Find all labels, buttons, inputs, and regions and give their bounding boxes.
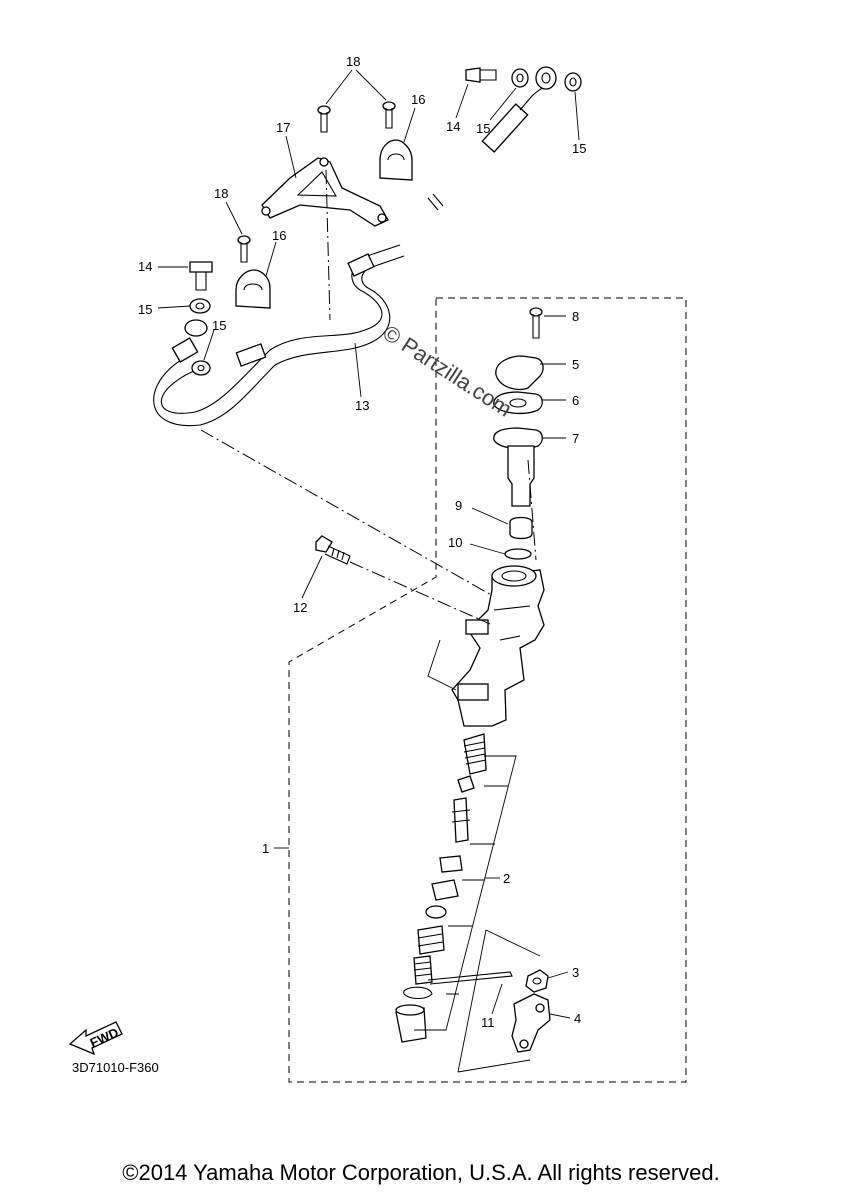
callout-11: 11 [481, 1015, 495, 1030]
clamp-16a [379, 139, 413, 181]
leader-dashdot-12 [349, 561, 491, 625]
callout-4: 4 [574, 1011, 581, 1026]
nut-3 [525, 969, 549, 993]
circlip-10 [504, 548, 532, 560]
diaphragm-holder-6 [493, 391, 543, 415]
banjo-fitting-top-hole [541, 72, 551, 84]
callout-13: 13 [355, 398, 369, 413]
clevis-4 [511, 993, 551, 1053]
leader-10 [469, 543, 506, 555]
leader-18c [225, 201, 243, 235]
callout-8: 8 [572, 309, 579, 324]
gasket-15d [191, 360, 211, 376]
leader-17 [285, 135, 297, 179]
callout-15c: 15 [138, 302, 152, 317]
grommet-9 [509, 516, 533, 540]
bracket-2 [414, 755, 517, 1031]
clamp-16b [235, 269, 271, 309]
bolt-12 [315, 535, 351, 565]
callout-14a: 14 [446, 119, 460, 134]
gasket-15b [564, 72, 582, 92]
assembly-outline [288, 297, 687, 1083]
fwd-arrow-icon: FWD [68, 1021, 123, 1056]
leader-dashdot-hose [200, 429, 501, 601]
leader-15b [574, 91, 580, 141]
callout-18a: 18 [346, 54, 360, 69]
leader-16b [265, 241, 277, 277]
leader-16a [403, 107, 416, 143]
callout-1: 1 [262, 841, 269, 856]
leader-4 [549, 1013, 571, 1019]
leader-dashdot-17 [325, 169, 331, 321]
callout-10: 10 [448, 535, 462, 550]
callout-15d: 15 [212, 318, 226, 333]
union-bolt-14b [189, 261, 213, 291]
leader-15c [157, 305, 191, 309]
callout-14b: 14 [138, 259, 152, 274]
diaphragm-holder-6-hole [509, 398, 527, 408]
callout-12: 12 [293, 600, 307, 615]
callout-16a: 16 [411, 92, 425, 107]
callout-17: 17 [276, 120, 290, 135]
callout-9: 9 [455, 498, 462, 513]
bolt-8 [529, 307, 543, 339]
leader-12 [301, 555, 323, 599]
banjo-fitting-top [535, 66, 557, 90]
figure-code: 3D71010-F360 [72, 1060, 159, 1075]
callout-15b: 15 [572, 141, 586, 156]
callout-16b: 16 [272, 228, 286, 243]
union-bolt-14a [465, 67, 497, 83]
bracket-11 [457, 929, 541, 1073]
gasket-15a [511, 68, 529, 88]
banjo-fitting-left [184, 319, 208, 337]
leader-dashdot-elbow [427, 639, 457, 691]
leader-11 [491, 983, 503, 1015]
cotter-pin-11 [427, 971, 513, 985]
cylinder-kit-2 [395, 733, 487, 1043]
leader-14a [455, 83, 469, 119]
gasket-15b-hole [569, 77, 577, 87]
leader-15a [489, 87, 517, 121]
fwd-label: FWD [88, 1025, 121, 1051]
callout-7: 7 [572, 431, 579, 446]
gasket-15d-hole [197, 364, 205, 372]
callout-6: 6 [572, 393, 579, 408]
callout-18b: 18 [214, 186, 228, 201]
hose-guide [261, 157, 389, 227]
callout-2: 2 [503, 871, 510, 886]
leader-18a [325, 69, 353, 105]
screw-18b [382, 101, 396, 129]
callout-5: 5 [572, 357, 579, 372]
brake-hose [153, 79, 553, 427]
leader-13 [354, 342, 362, 398]
gasket-15a-hole [516, 73, 524, 83]
copyright-notice: ©2014 Yamaha Motor Corporation, U.S.A. A… [122, 1160, 720, 1185]
leader-15d [203, 329, 215, 361]
screw-18c [237, 235, 251, 263]
callout-15a: 15 [476, 121, 490, 136]
gasket-15c-hole [195, 302, 205, 310]
screw-18a [317, 105, 331, 133]
diaphragm-bellows [507, 445, 535, 507]
leader-dashdot-body [527, 459, 537, 561]
master-cylinder-body [451, 565, 545, 727]
leader-9 [471, 507, 509, 525]
gasket-15c [189, 298, 211, 314]
cap-5 [495, 355, 544, 391]
callout-3: 3 [572, 965, 579, 980]
leader-18b [355, 69, 387, 101]
leader-3 [547, 971, 569, 979]
